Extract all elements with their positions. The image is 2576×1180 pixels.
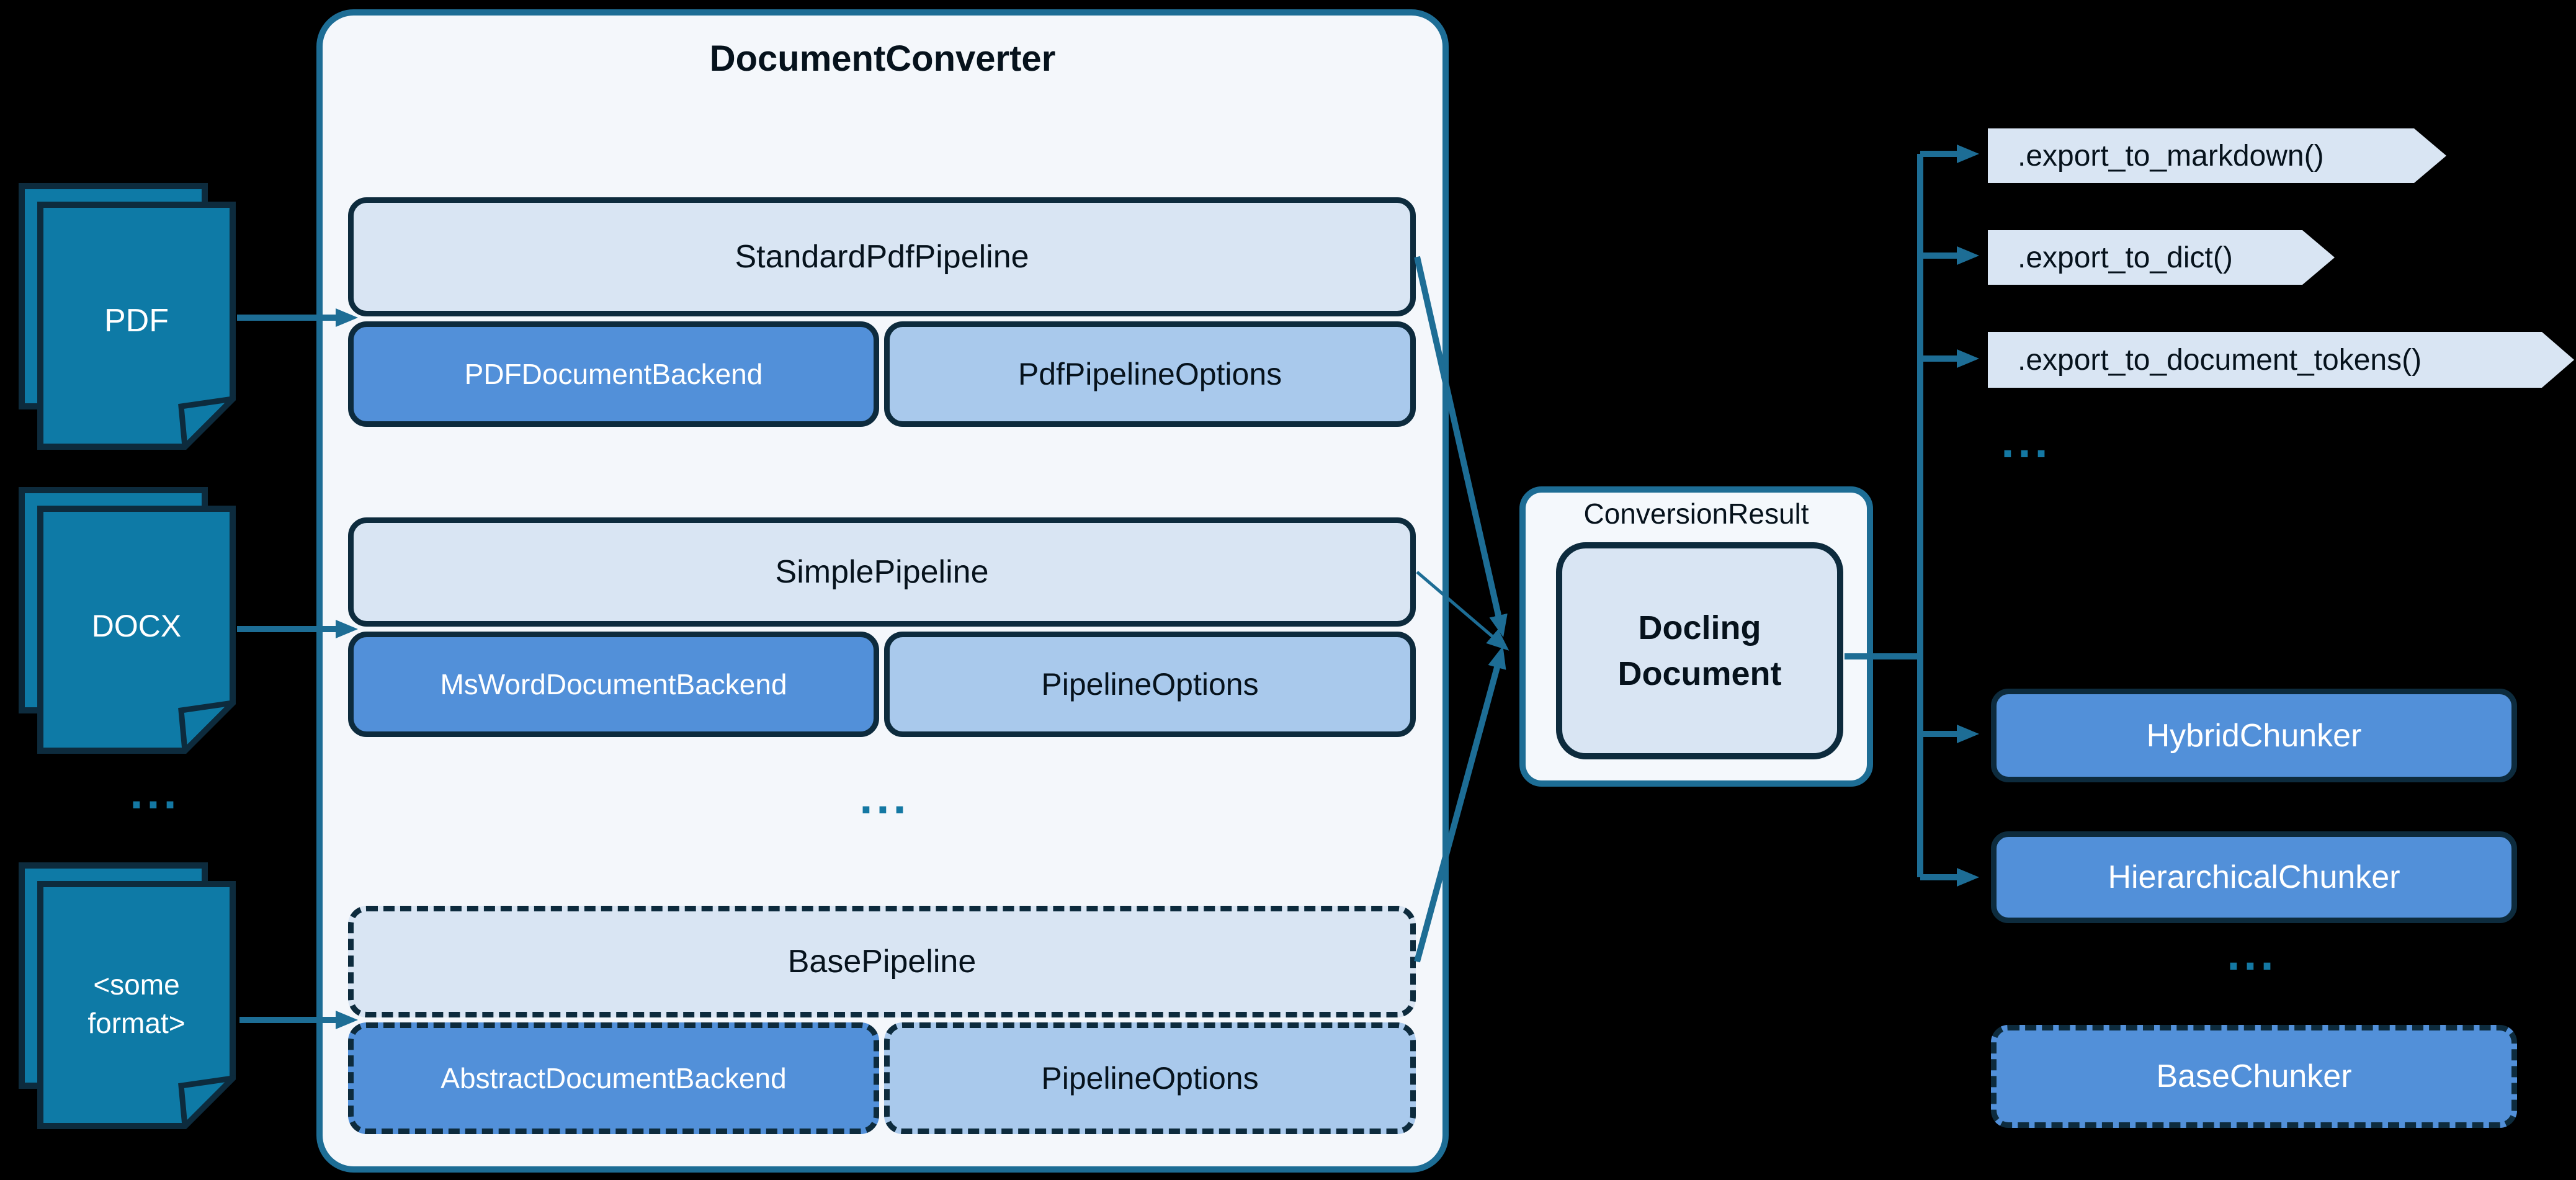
pipeline-simple: SimplePipeline (348, 517, 1416, 627)
base-chunker-box: BaseChunker (1991, 1025, 2517, 1128)
pipeline-base: BasePipeline (348, 906, 1416, 1017)
pdf-label: PDF (104, 303, 169, 339)
backend-pdf-document: PDFDocumentBackend (348, 321, 879, 427)
pipeline-standard-pdf: StandardPdfPipeline (348, 197, 1416, 316)
export-to-markdown-tag: .export_to_markdown() (1988, 128, 2446, 183)
backend-msword-document: MsWordDocumentBackend (348, 632, 879, 737)
document-sheets-icon (19, 862, 236, 1129)
docx-label: DOCX (91, 609, 182, 643)
hybrid-chunker-box: HybridChunker (1991, 689, 2517, 782)
backend-abstract-document: AbstractDocumentBackend (348, 1022, 879, 1134)
export-to-dict-tag: .export_to_dict() (1988, 230, 2335, 285)
ellipsis-pipelines: ... (859, 771, 910, 824)
export-to-document-tokens-tag: .export_to_document_tokens() (1988, 332, 2574, 388)
document-converter-title: DocumentConverter (709, 38, 1056, 79)
pdf-document-icon: PDF (19, 183, 236, 450)
hierarchical-chunker-box: HierarchicalChunker (1991, 831, 2517, 923)
ellipsis-inputs: ... (130, 766, 181, 819)
conversion-result-label: ConversionResult (1583, 498, 1809, 530)
options-pipeline-base: PipelineOptions (884, 1022, 1416, 1134)
document-sheets-icon (19, 487, 236, 754)
docling-document-box: Docling Document (1556, 542, 1843, 759)
options-pipeline: PipelineOptions (884, 632, 1416, 737)
options-pdf-pipeline: PdfPipelineOptions (884, 321, 1416, 427)
ellipsis-exports: ... (2001, 415, 2052, 468)
document-sheets-icon (19, 183, 236, 450)
some-format-label: <some format> (87, 968, 186, 1039)
some-format-document-icon: <some format> (19, 862, 236, 1129)
docx-document-icon: DOCX (19, 487, 236, 754)
ellipsis-chunkers: ... (2227, 927, 2278, 980)
